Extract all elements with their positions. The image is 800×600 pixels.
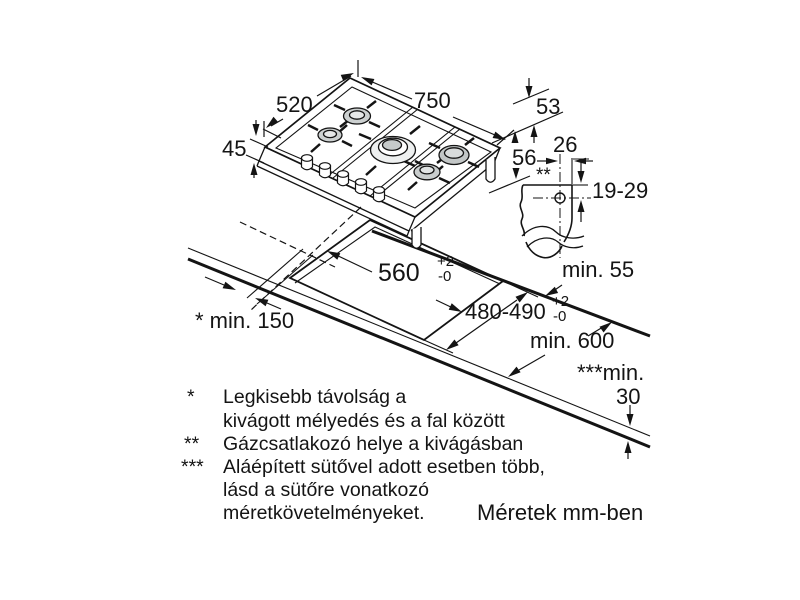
units-note: Méretek mm-ben bbox=[477, 500, 643, 525]
dim-520-tick bbox=[262, 121, 282, 139]
dim-min30-label: ***min. bbox=[577, 360, 644, 385]
dim-480-ext-1 bbox=[502, 280, 539, 298]
dim-150-arrow-a bbox=[222, 281, 236, 290]
hob-leg-right bbox=[485, 157, 496, 183]
connector-break-mark bbox=[521, 225, 585, 249]
dim-19-29-label: 19-29 bbox=[592, 178, 648, 203]
dim-600-arrow-down bbox=[508, 366, 521, 377]
dim-480-arrow-down bbox=[446, 339, 459, 350]
dim-150-shaft-b bbox=[266, 302, 282, 310]
dim-45-ticks bbox=[245, 138, 269, 164]
dim-150-arrow-b bbox=[255, 298, 269, 307]
dim-480-arrow-up bbox=[515, 292, 528, 303]
dim-480-ext-2 bbox=[423, 339, 454, 354]
hob-top-inner-rim bbox=[274, 86, 493, 209]
worktop-back-edge-line bbox=[371, 229, 651, 338]
dim-min55-label: min. 55 bbox=[562, 257, 634, 282]
dim-min150-label: * min. 150 bbox=[195, 308, 294, 333]
burner-back-left bbox=[342, 107, 372, 125]
hob-grate-arms bbox=[307, 100, 480, 191]
dim-560-arrow-left bbox=[327, 251, 341, 260]
footnote-1-marker: * bbox=[187, 386, 195, 408]
footnote-1-line-1: Legkisebb távolság a bbox=[223, 386, 406, 408]
footnote-2-line-1: Gázcsatlakozó helye a kivágásban bbox=[223, 433, 523, 455]
dim-min600-label: min. 600 bbox=[530, 328, 614, 353]
gas-connection-detail bbox=[519, 154, 593, 259]
dim-560-tol-plus: +2 bbox=[437, 253, 454, 270]
burner-front-center bbox=[413, 163, 441, 181]
hob-front-apron bbox=[256, 146, 416, 237]
dim-480-490-label: 480-490 bbox=[465, 299, 546, 324]
footnote-3-marker: *** bbox=[181, 456, 204, 478]
hob-drawing bbox=[256, 77, 502, 249]
dim-30-arrow-down bbox=[626, 414, 634, 426]
dim-53-label: 53 bbox=[536, 94, 560, 119]
dim-55-arrow bbox=[545, 286, 559, 296]
dim-56-label: 56 bbox=[512, 145, 536, 170]
worktop-drawing bbox=[187, 206, 651, 459]
dim-750-label: 750 bbox=[414, 88, 451, 113]
hob-knobs bbox=[300, 154, 386, 203]
burner-center-wok bbox=[369, 135, 417, 165]
hob-dimension-lines bbox=[245, 60, 564, 194]
dim-600-shaft-down bbox=[518, 354, 546, 371]
dim-600-shaft-up bbox=[587, 326, 604, 337]
gas-position-marker: ** bbox=[536, 165, 551, 186]
dim-480-tol-minus: -0 bbox=[553, 308, 566, 325]
hob-leg-front bbox=[411, 227, 422, 249]
worktop-front-edge-thick bbox=[187, 257, 651, 449]
burner-front-left bbox=[317, 127, 343, 143]
dim-26-ext bbox=[571, 158, 589, 184]
projection-dashed-2 bbox=[239, 221, 336, 268]
dim-480-tol-plus: +2 bbox=[552, 293, 569, 310]
dim-53-ticks bbox=[491, 88, 564, 144]
burner-right bbox=[438, 144, 470, 166]
dim-520-label: 520 bbox=[276, 92, 313, 117]
side-edge-line-1 bbox=[246, 248, 304, 299]
worktop-front-edge-thin bbox=[187, 247, 651, 437]
footnote-1-line-2: kivágott mélyedés és a fal között bbox=[223, 410, 505, 432]
dim-150-shaft-a bbox=[204, 276, 225, 286]
footnote-3-line-3: méretkövetelményeket. bbox=[223, 502, 425, 524]
dim-560-tol-minus: -0 bbox=[438, 268, 451, 285]
dim-600-arrow-up bbox=[599, 322, 612, 333]
dim-560-label: 560 bbox=[378, 259, 420, 287]
projection-dashed-1 bbox=[250, 206, 362, 311]
footnote-2-marker: ** bbox=[184, 433, 200, 455]
footnote-3-line-2: lásd a sütőre vonatkozó bbox=[223, 479, 429, 501]
dim-26-label: 26 bbox=[553, 132, 577, 157]
dimension-labels: 520 750 45 53 56 26 ** 19-29 min. 55 560… bbox=[195, 88, 648, 409]
footnotes: * Legkisebb távolság a kivágott mélyedés… bbox=[181, 386, 643, 525]
side-edge-line-2 bbox=[256, 254, 314, 305]
dim-45-label: 45 bbox=[222, 136, 246, 161]
dim-min30-value: 30 bbox=[616, 384, 640, 409]
dim-560-arrow-right bbox=[448, 303, 462, 312]
dim-56-tick bbox=[488, 175, 531, 194]
cutout-inner-edge bbox=[294, 226, 501, 285]
connector-body bbox=[519, 184, 573, 259]
dim-480-line bbox=[455, 299, 518, 344]
dim-30-arrow-up bbox=[624, 441, 632, 453]
footnote-3-line-1: Aláépített sütővel adott esetben több, bbox=[223, 456, 545, 478]
